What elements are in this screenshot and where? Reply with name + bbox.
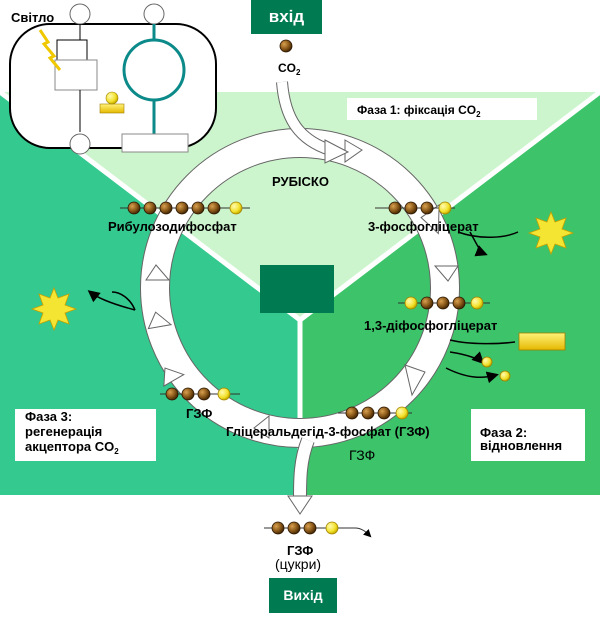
bpga-label: 1,3-діфосфогліцерат	[364, 318, 497, 333]
energy-arrow	[449, 351, 485, 365]
output-tag: Вихід	[269, 578, 337, 613]
molecule-pga	[375, 201, 455, 215]
molecule-g3p-right	[338, 406, 412, 420]
rubisco-label: РУБІСКО	[272, 174, 329, 189]
sun-icon	[527, 210, 575, 256]
input-tag: вхід	[251, 0, 322, 34]
energy-arrow	[457, 231, 519, 238]
phase2-label-line2: відновлення	[480, 438, 562, 453]
g3p-left-label: ГЗФ	[186, 406, 212, 421]
cycle-ring	[140, 128, 460, 448]
phase1-box	[347, 98, 537, 120]
lightning-icon	[38, 29, 62, 71]
molecule-rubp	[120, 201, 250, 215]
output-label: Вихід	[283, 587, 323, 603]
g3p-right-label: ГЗФ	[349, 447, 375, 463]
chloroplast-icon	[9, 3, 217, 155]
sugars-label: (цукри)	[275, 556, 321, 572]
sun-icon	[30, 286, 78, 332]
phase2-label-line1: Фаза 2:	[480, 425, 527, 440]
molecule-g3p-left	[160, 387, 240, 401]
energy-arrow	[87, 290, 136, 311]
phosphate-icon	[499, 370, 511, 382]
energy-arrow	[449, 339, 516, 345]
light-label: Світло	[11, 10, 54, 25]
co2-carbon	[279, 39, 293, 53]
phase3-label-line1: Фаза 3:	[25, 409, 72, 424]
energy-arrow	[445, 367, 499, 384]
g3p-out-label: ГЗФ	[287, 543, 313, 558]
phase3-label-line2: регенерація	[25, 424, 102, 439]
co2-label: CO2	[278, 61, 301, 77]
molecule-bpga	[398, 296, 490, 310]
rubp-label: Рибулозодифосфат	[108, 219, 237, 234]
phase2-box	[471, 409, 585, 461]
energy-arrow	[469, 231, 488, 257]
phase1-label: Фаза 1: фіксація CO2	[357, 103, 481, 119]
phosphate-icon	[481, 356, 493, 368]
molecule-g3p-out	[264, 521, 372, 538]
atp-bar-icon	[99, 103, 125, 114]
atp-bar-icon	[518, 332, 566, 351]
input-label: вхід	[268, 7, 305, 26]
pga-label: 3-фосфогліцерат	[368, 219, 479, 234]
center-square	[260, 265, 334, 313]
g3p-full-label: Гліцеральдегід-3-фосфат (ГЗФ)	[226, 424, 430, 439]
phase3-box	[15, 409, 156, 461]
phase3-label-line3: акцептора CO2	[25, 439, 119, 456]
